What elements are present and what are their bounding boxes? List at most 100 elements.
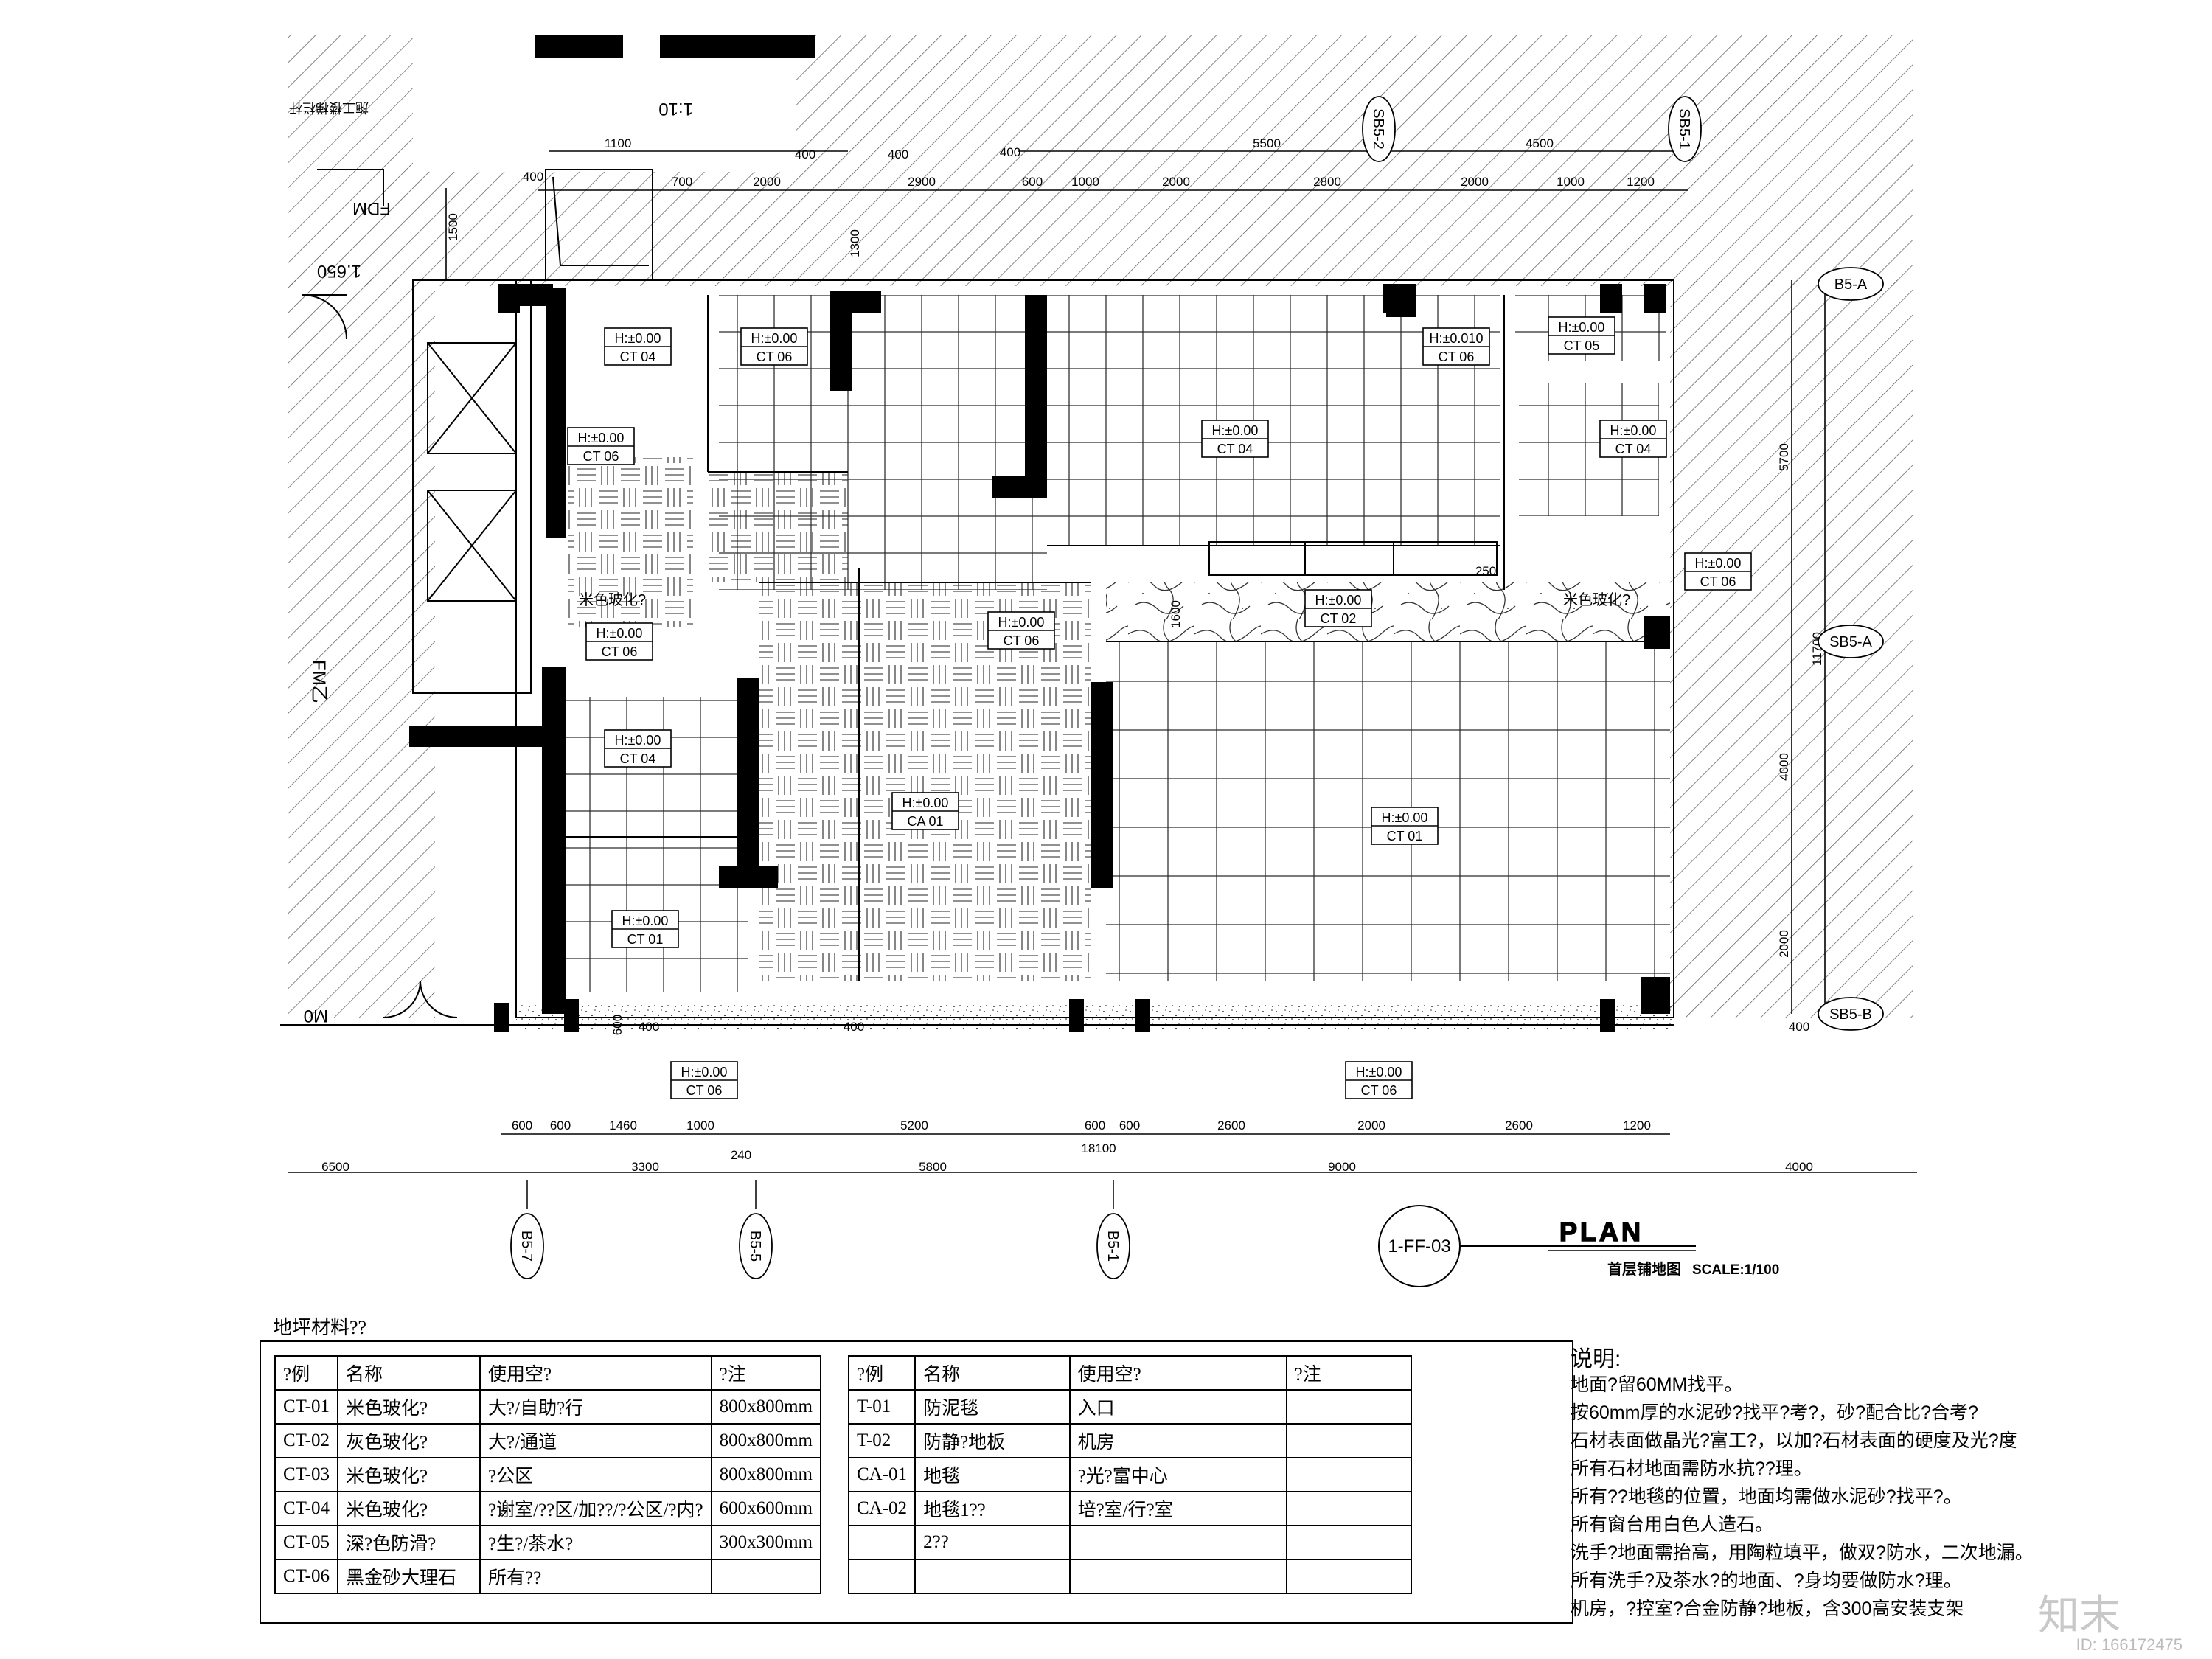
- dim-bottom-label: 3300: [631, 1160, 659, 1174]
- room-tag-code: CT 06: [1361, 1083, 1397, 1098]
- dim-bottom-label: 4000: [1785, 1160, 1813, 1174]
- note-line: 所有洗手?及茶水?的地面、?身均要做防水?理。: [1571, 1571, 1962, 1591]
- table-row: 2??: [847, 1525, 1413, 1560]
- dim-top-label: 400: [888, 147, 908, 161]
- room-tag-code: CT 04: [1217, 442, 1253, 456]
- room-tag-code: CT 04: [620, 349, 656, 364]
- table-cell: ?谢室/??区/加??/?公区/?内?: [479, 1491, 712, 1526]
- table-cell: 300x300mm: [710, 1525, 822, 1560]
- dim-bottom-label: 1200: [1623, 1119, 1651, 1133]
- dim-bottom-label: 600: [1119, 1119, 1140, 1133]
- note-line: 按60mm厚的水泥砂?找平?考?，砂?配合比?合考?: [1571, 1402, 1978, 1423]
- dim-bottom-label: 2000: [1357, 1119, 1385, 1133]
- table-cell: 600x600mm: [710, 1491, 822, 1526]
- header-name: 名称: [914, 1355, 1071, 1391]
- room-tag-elevation: H:±0.00: [681, 1065, 728, 1079]
- header-space: 使用空?: [479, 1355, 712, 1391]
- table-cell: [914, 1559, 1071, 1594]
- dim-top-label: 400: [795, 147, 815, 161]
- axis-label: SB5-2: [1370, 108, 1386, 150]
- note-line: 所有??地毯的位置，地面均需做水泥砂?找平?。: [1571, 1486, 1962, 1507]
- dim-top-label: 2900: [908, 175, 936, 189]
- table-header-row: ?例 名称 使用空? ?注: [274, 1355, 822, 1391]
- plan-title-cn: 首层铺地图: [1607, 1260, 1681, 1278]
- axis-bubble: B5-A: [1818, 267, 1884, 301]
- room-tag-code: CT 04: [1615, 442, 1652, 456]
- room-tag-code: CT 06: [602, 644, 638, 659]
- dim-inner-label: 600: [611, 1015, 625, 1035]
- dim-bottom-label: 600: [1085, 1119, 1105, 1133]
- dimension-lines: [288, 150, 1917, 1173]
- dim-top-label: 2000: [1461, 175, 1489, 189]
- room-tag-code: CT 05: [1564, 338, 1600, 353]
- table-cell: 800x800mm: [710, 1423, 822, 1458]
- material-table-title: 地坪材料??: [273, 1317, 367, 1338]
- dim-bottom-label: 6500: [321, 1160, 349, 1174]
- room-tag-code: CT 04: [620, 751, 656, 766]
- thin-walls: [280, 169, 1674, 1026]
- dim-bottom-label: 5800: [919, 1160, 947, 1174]
- dim-inner-label: 400: [639, 1020, 659, 1034]
- table-cell: [1068, 1525, 1287, 1560]
- dim-bottom-label: 600: [550, 1119, 571, 1133]
- axis-label: SB5-A: [1829, 634, 1872, 650]
- dim-left-label: 1300: [848, 229, 862, 257]
- plan-title: PLAN: [1559, 1217, 1644, 1247]
- header-remark: ?注: [1285, 1355, 1413, 1391]
- dim-top-label: 1000: [1557, 175, 1585, 189]
- room-tag-elevation: H:±0.00: [1610, 423, 1657, 438]
- beige-tile-label-1: 米色玻化?: [579, 591, 646, 608]
- table-cell: T-01: [847, 1389, 917, 1425]
- table-cell: CT-01: [274, 1389, 338, 1425]
- table-cell: 深?色防滑?: [336, 1525, 481, 1560]
- room-tag-elevation: H:±0.00: [578, 431, 625, 445]
- table-cell: [710, 1559, 822, 1594]
- notes-title: 说明:: [1571, 1347, 1621, 1371]
- room-tag-code: CT 06: [686, 1083, 723, 1098]
- axis-bubble: B5-7: [510, 1213, 544, 1279]
- table-cell: 大?/通道: [479, 1423, 712, 1458]
- note-line: 地面?留60MM找平。: [1571, 1374, 1743, 1395]
- note-line: 洗手?地面需抬高，用陶粒填平，做双?防水，二次地漏。: [1571, 1543, 2034, 1563]
- table-cell: 灰色玻化?: [336, 1423, 481, 1458]
- dim-bottom-label: 2600: [1505, 1119, 1533, 1133]
- note-line: 石材表面做晶光?富工?，以加?石材表面的硬度及光?度: [1571, 1430, 2017, 1451]
- room-tag-code: CA 01: [907, 814, 943, 829]
- dim-top-label: 1200: [1627, 175, 1655, 189]
- structural-walls: [409, 35, 1670, 1032]
- dim-inner-label: 1600: [1169, 600, 1183, 628]
- axis-bubble: SB5-2: [1362, 96, 1396, 162]
- axis-label: SB5-1: [1676, 108, 1692, 150]
- table-cell: CA-01: [847, 1457, 917, 1492]
- table-row: [847, 1559, 1413, 1594]
- room-tag: H:±0.00 CT 06: [670, 1061, 738, 1099]
- header-code: ?例: [274, 1355, 338, 1391]
- header-code: ?例: [847, 1355, 917, 1391]
- axis-label: B5-A: [1834, 276, 1868, 293]
- table-cell: 2??: [914, 1525, 1071, 1560]
- annotation-level: 1.650: [317, 261, 361, 281]
- dim-inner-label: 250: [1475, 564, 1496, 578]
- dim-bottom-total: 18100: [1081, 1141, 1116, 1155]
- note-line: 所有窗台用白色人造石。: [1571, 1514, 1774, 1535]
- table-cell: 防静?地板: [914, 1423, 1071, 1458]
- room-tag-code: CT 06: [1439, 349, 1475, 364]
- room-tag-elevation: H:±0.00: [622, 914, 669, 928]
- plan-scale: SCALE:1/100: [1692, 1262, 1779, 1278]
- axis-label: SB5-B: [1829, 1006, 1872, 1023]
- room-tag-elevation: H:±0.00: [1559, 320, 1605, 335]
- room-tag-elevation: H:±0.00: [1695, 556, 1742, 571]
- table-cell: 培?室/行?室: [1068, 1491, 1287, 1526]
- table-cell: CT-06: [274, 1559, 338, 1594]
